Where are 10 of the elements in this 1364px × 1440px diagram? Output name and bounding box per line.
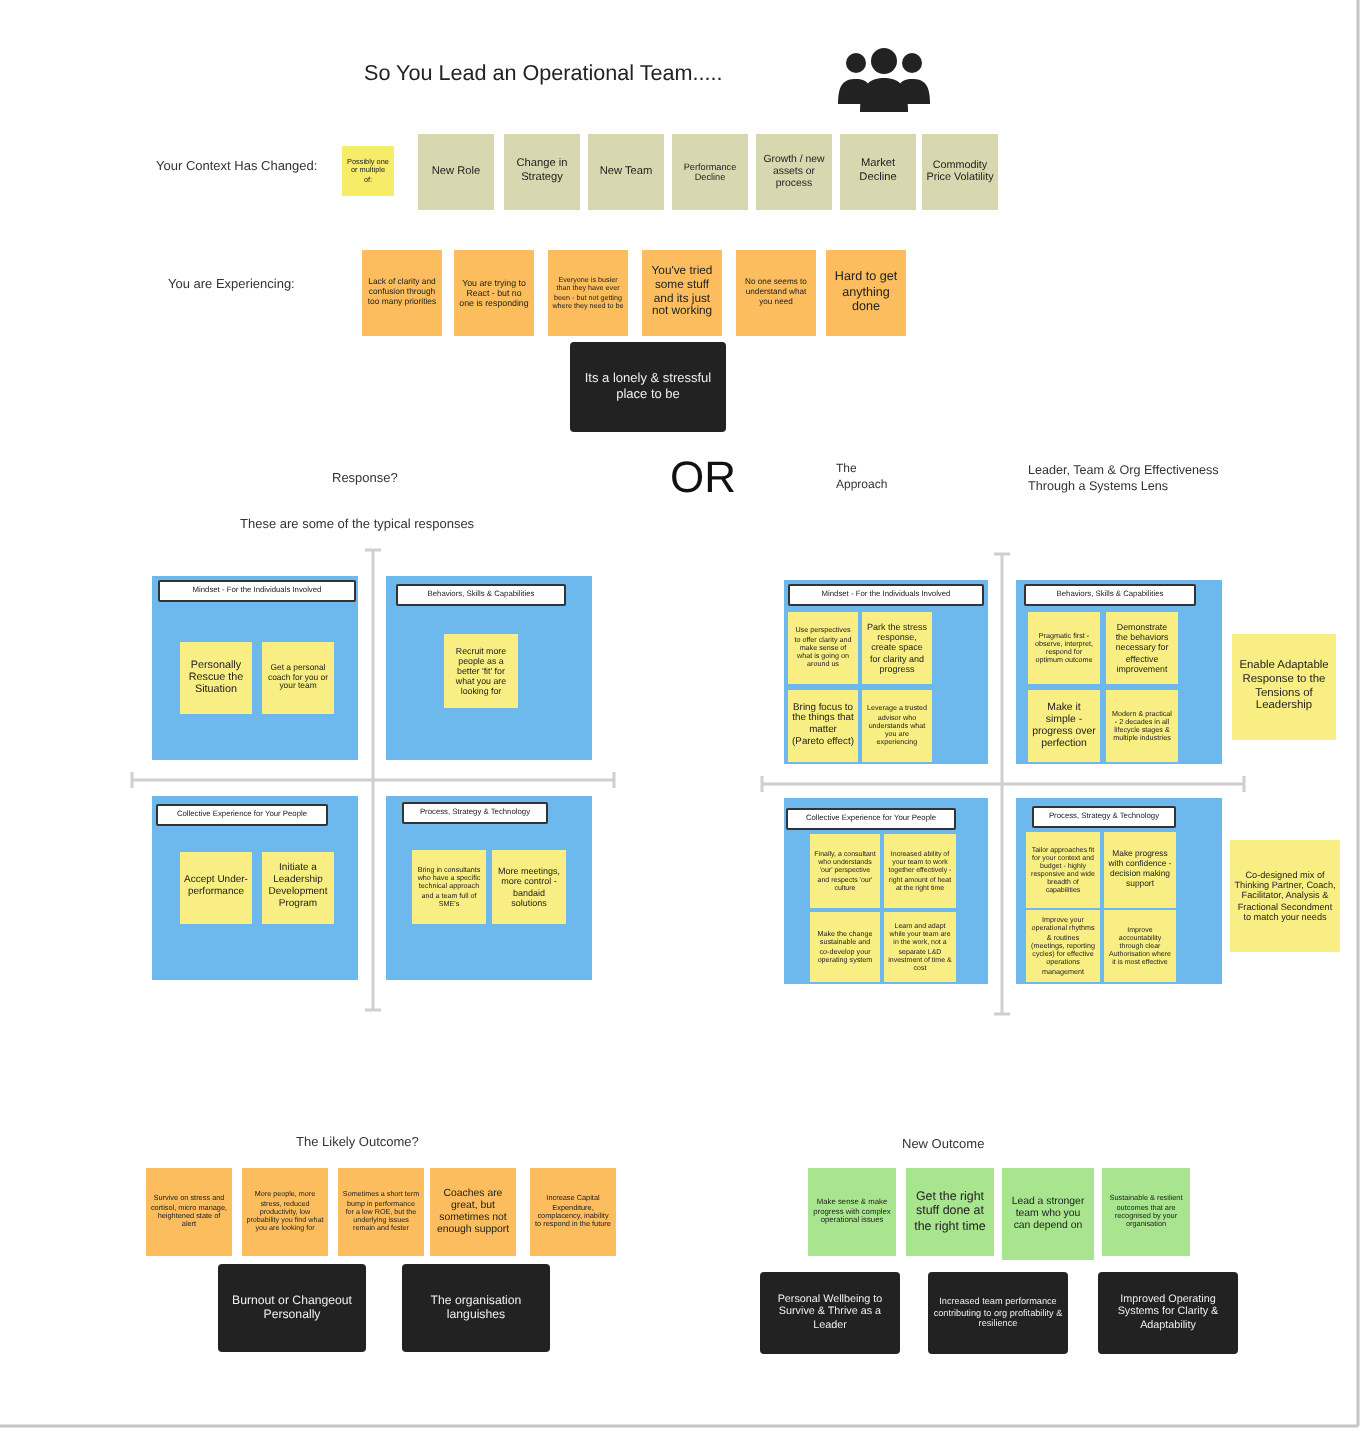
quadrant-panel [386, 576, 592, 760]
page-title: So You Lead an Operational Team..... [364, 62, 723, 86]
quadrant-panel [386, 796, 592, 980]
quadrant-panel [1016, 798, 1222, 984]
or-text: OR [670, 456, 736, 500]
quadrant-panel [784, 798, 988, 984]
quadrant-panel [784, 580, 988, 764]
quadrant-panel [152, 576, 358, 760]
quadrant-panel [1016, 580, 1222, 764]
quadrant-panel [152, 796, 358, 980]
